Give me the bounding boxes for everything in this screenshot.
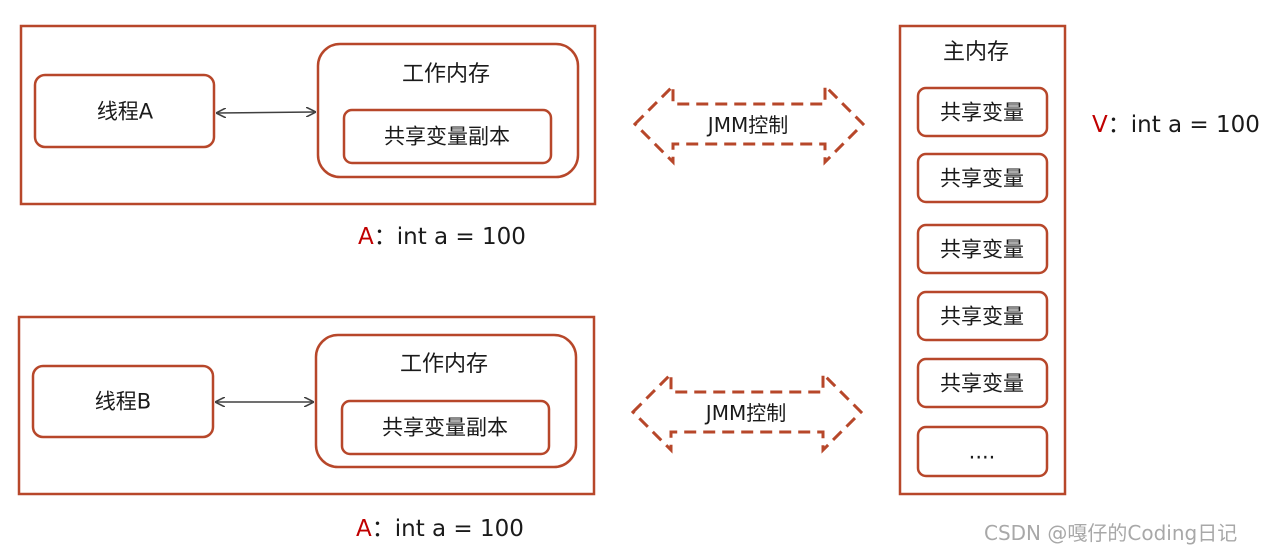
main-memory-value-prefix: V [1092,112,1108,138]
main-memory-title: 主内存 [942,40,1010,65]
shared-variable-label-1: 共享变量 [940,100,1024,125]
thread-a-shared-copy-box [342,108,553,165]
thread-b-working-memory-box [314,333,578,469]
shared-variable-label-2: 共享变量 [940,166,1024,191]
thread-b-value-text: ：int a = 100 [371,516,524,542]
thread-b-label: 线程B [94,389,152,414]
shared-variable-label-4: 共享变量 [940,304,1024,329]
jmm-top-label: JMM控制 [707,113,789,137]
thread-a-container [19,24,597,206]
thread-b-box [31,364,215,439]
thread-a-connector-arrow [218,112,314,113]
jmm-arrow-top [632,82,866,166]
shared-variable-box-1 [916,86,1049,138]
jmm-arrow-bottom [630,370,864,454]
shared-variable-box-4 [916,290,1049,342]
thread-b-value-caption: A：int a = 100 [356,518,524,541]
thread-b-shared-copy-label: 共享变量副本 [382,415,508,440]
thread-a-working-memory-label: 工作内存 [401,62,491,87]
main-memory-container [898,24,1067,496]
main-memory-value-caption: V：int a = 100 [1092,114,1260,137]
thread-b-shared-copy-box [340,399,551,456]
thread-a-working-memory-box [316,42,580,179]
thread-b-value-prefix: A [356,516,372,542]
shared-variable-box-3 [916,223,1049,275]
jmm-bottom-label: JMM控制 [705,401,787,425]
thread-b-container [17,315,596,496]
shared-variable-label-3: 共享变量 [940,237,1024,262]
thread-a-value-caption: A：int a = 100 [358,226,526,249]
shared-variable-label-5: 共享变量 [940,371,1024,396]
thread-a-value-text: ：int a = 100 [373,224,526,250]
shared-variable-label-6: .... [968,439,996,464]
main-memory-value-text: ：int a = 100 [1107,112,1260,138]
thread-a-shared-copy-label: 共享变量副本 [384,124,510,149]
thread-a-box [33,73,216,149]
shared-variable-box-5 [916,357,1049,409]
thread-a-value-prefix: A [358,224,374,250]
shared-variable-box-2 [916,152,1049,204]
thread-a-label: 线程A [96,99,154,124]
watermark: CSDN @嘎仔的Coding日记 [984,521,1238,545]
shared-variable-box-6 [916,425,1049,478]
thread-b-working-memory-label: 工作内存 [399,352,489,377]
